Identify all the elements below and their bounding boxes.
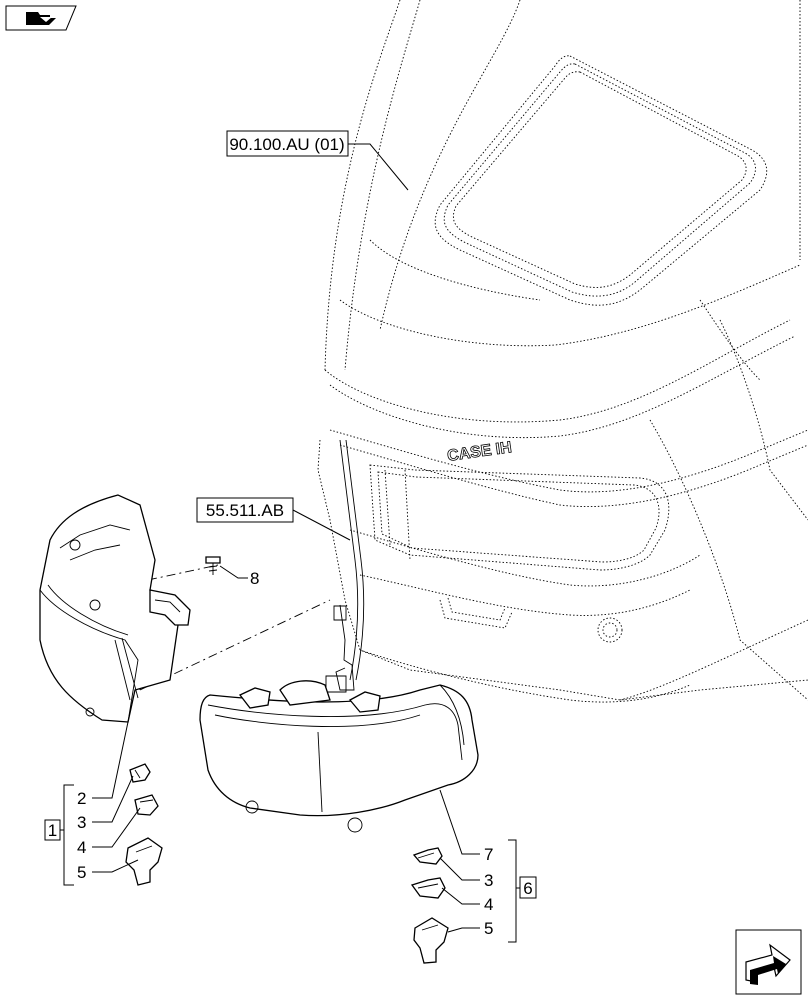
- next-page-arrow-icon[interactable]: [735, 929, 802, 995]
- holder-part-5-left[interactable]: [125, 837, 163, 886]
- group-1-label: 1: [48, 821, 57, 840]
- callout-5-left: 5: [77, 863, 86, 882]
- callout-8: 8: [250, 569, 259, 588]
- socket-part-4-right[interactable]: [410, 877, 446, 899]
- assembly-line-screw: [147, 564, 219, 581]
- callout-4-right: 4: [484, 895, 493, 914]
- brand-mark: CASE IH: [446, 439, 513, 466]
- assembly-line-connector: [139, 599, 331, 691]
- cab-outline: [317, 0, 808, 703]
- group-6-label: 6: [523, 879, 532, 898]
- left-work-lamp[interactable]: [39, 494, 191, 723]
- reference-cab-label: 90.100.AU (01): [229, 135, 344, 154]
- svg-text:CASE IH: CASE IH: [446, 439, 513, 465]
- group-1-bracket: [60, 784, 74, 886]
- wiring-harness: [325, 439, 365, 693]
- callout-4-left: 4: [77, 838, 86, 857]
- reference-harness-label: 55.511.AB: [206, 501, 284, 520]
- bulb-part-3-right[interactable]: [412, 847, 443, 865]
- callout-2: 2: [77, 789, 86, 808]
- group-6-bracket: [508, 839, 520, 943]
- callout-3-left: 3: [77, 813, 86, 832]
- right-work-lamp[interactable]: [199, 680, 479, 833]
- socket-part-4-left[interactable]: [134, 794, 159, 816]
- callout-3-right: 3: [484, 871, 493, 890]
- group-6-box[interactable]: 6: [519, 876, 537, 899]
- bulb-part-3-left[interactable]: [129, 763, 151, 783]
- callout-7: 7: [484, 845, 493, 864]
- reference-harness[interactable]: 55.511.AB: [196, 497, 294, 523]
- screw-part-8[interactable]: [205, 556, 221, 575]
- binder-icon[interactable]: [5, 5, 77, 31]
- callout-5-right: 5: [484, 919, 493, 938]
- holder-part-5-right[interactable]: [413, 917, 449, 964]
- group-1-box[interactable]: 1: [44, 819, 61, 841]
- leader-lines: [92, 143, 480, 933]
- reference-cab[interactable]: 90.100.AU (01): [226, 130, 349, 157]
